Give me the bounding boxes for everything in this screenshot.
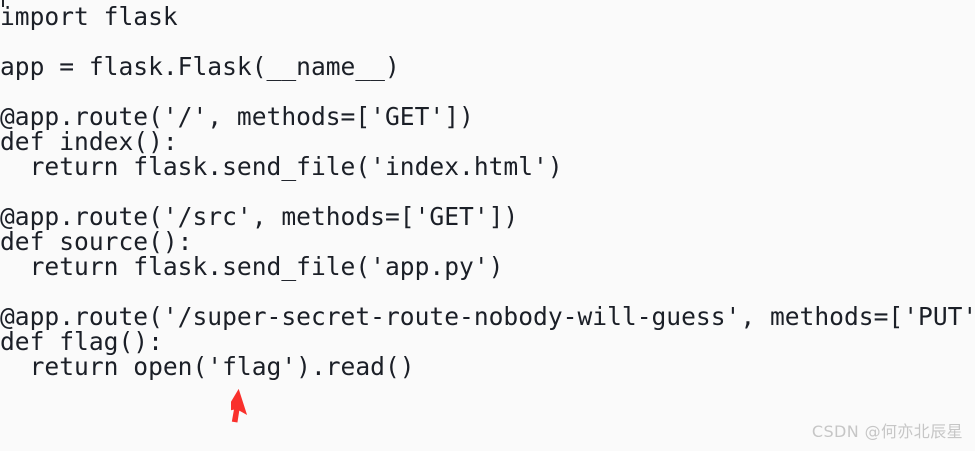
- code-line: import flask: [0, 2, 178, 31]
- code-line: @app.route('/src', methods=['GET']): [0, 202, 519, 231]
- code-line: def source():: [0, 227, 193, 256]
- code-line-blank: [0, 29, 975, 54]
- code-line-blank: [0, 79, 975, 104]
- csdn-watermark: CSDN @何亦北辰星: [811, 422, 963, 441]
- red-arrow-pointer-icon: [231, 386, 265, 428]
- code-line-blank: [0, 279, 975, 304]
- code-line: def flag():: [0, 327, 163, 356]
- clipped-glyph-artifact: [2, 0, 4, 7]
- code-line: return open('flag').read(): [0, 352, 415, 381]
- code-line: return flask.send_file('index.html'): [0, 152, 563, 181]
- code-line: return flask.send_file('app.py'): [0, 252, 504, 281]
- code-block[interactable]: import flask app = flask.Flask(__name__) @…: [0, 4, 975, 379]
- code-line: @app.route('/super-secret-route-nobody-w…: [0, 302, 975, 331]
- code-line: def index():: [0, 127, 178, 156]
- code-line: @app.route('/', methods=['GET']): [0, 102, 474, 131]
- code-line-blank: [0, 179, 975, 204]
- code-line: app = flask.Flask(__name__): [0, 52, 400, 81]
